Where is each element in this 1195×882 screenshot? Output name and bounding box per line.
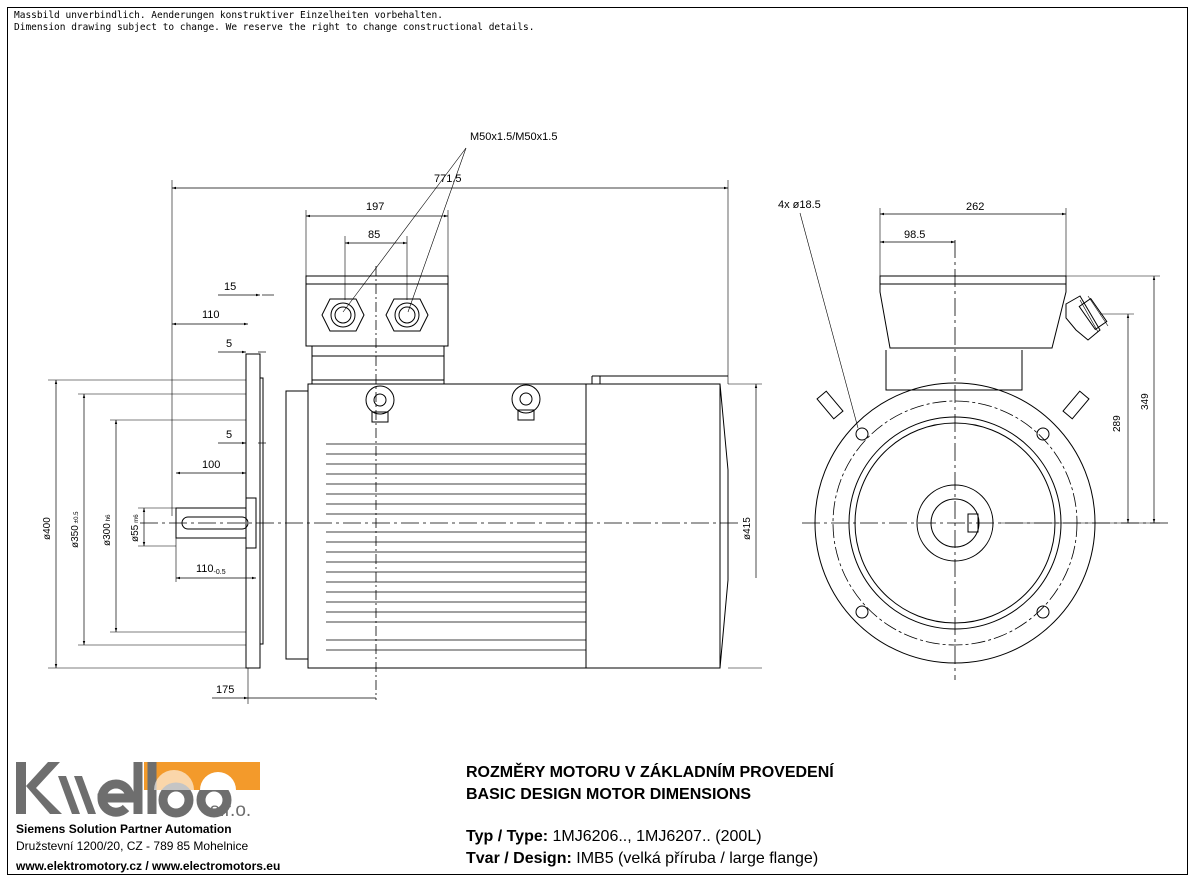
dim-shaft-dia: ø55m6 [130, 514, 141, 542]
dim-spigot: 5 [226, 338, 232, 350]
dim-flange-to-cl: 175 [216, 684, 234, 696]
design-label: Tvar / Design: [466, 850, 572, 867]
dim-gland-spacing: 85 [368, 229, 380, 241]
type-value: 1MJ6206.., 1MJ6207.. (200L) [552, 828, 762, 845]
front-terminal-base [885, 350, 1023, 391]
design-row: Tvar / Design: IMB5 (velká příruba / lar… [466, 850, 818, 868]
company-partner: Siemens Solution Partner Automation [16, 822, 232, 836]
drawing-frame [7, 7, 1188, 875]
dim-box-offset: 98.5 [904, 229, 925, 241]
kello-logo: s.r.o. [16, 762, 260, 820]
dim-shaft-length-tol: 110-0.5 [196, 563, 226, 576]
front-cable-gland [1065, 295, 1109, 341]
dim-pcd: ø350±0.5 [70, 511, 81, 548]
end-shield [285, 390, 309, 660]
dim-shaft-to-box: 110 [202, 309, 220, 321]
company-web[interactable]: www.elektromotory.cz / www.electromotors… [16, 859, 281, 873]
disclaimer-de: Massbild unverbindlich. Aenderungen kons… [14, 10, 443, 21]
logo-suffix: s.r.o. [210, 800, 251, 820]
title-en: BASIC DESIGN MOTOR DIMENSIONS [466, 786, 752, 803]
eye-bolts [365, 384, 541, 423]
front-terminal-box [879, 275, 1067, 349]
dim-height-total: 349 [1140, 393, 1151, 410]
dimension-labels: 771.5 197 85 M50x1.5/M50x1.5 15 110 5 5 … [42, 131, 1151, 696]
design-value: IMB5 (velká příruba / large flange) [576, 850, 819, 867]
terminal-box [305, 275, 449, 347]
cooling-ribs [326, 443, 586, 651]
dim-height-gland: 289 [1112, 415, 1123, 432]
dim-body-dia: ø415 [742, 517, 753, 540]
dim-flange-dia: ø400 [42, 517, 53, 540]
flange [245, 353, 261, 669]
cable-glands [321, 298, 429, 332]
front-eye-bolts [816, 390, 1090, 420]
dim-holes: 4x ø18.5 [778, 199, 821, 211]
type-row: Typ / Type: 1MJ6206.., 1MJ6207.. (200L) [466, 828, 762, 846]
dim-overall-length: 771.5 [434, 173, 462, 185]
title-cz: ROZMĚRY MOTORU V ZÁKLADNÍM PROVEDENÍ [466, 764, 834, 781]
dim-box-width: 197 [366, 201, 384, 213]
dim-gland-spec: M50x1.5/M50x1.5 [470, 131, 557, 143]
disclaimer-en: Dimension drawing subject to change. We … [14, 22, 535, 33]
dim-spigot-dia: ø300h6 [102, 514, 113, 546]
front-hub [916, 484, 994, 562]
type-label: Typ / Type: [466, 828, 549, 845]
mounting-holes [855, 427, 1050, 619]
dim-shaft-length: 100 [202, 459, 220, 471]
dim-spigot-2: 5 [226, 429, 232, 441]
front-shaft [930, 498, 980, 548]
dim-box-total: 262 [966, 201, 984, 213]
motor-body [307, 383, 729, 669]
dim-flange-thickness: 15 [224, 281, 236, 293]
terminal-box-band [311, 345, 445, 381]
company-address: Družstevní 1200/20, CZ - 789 85 Mohelnic… [16, 839, 249, 853]
